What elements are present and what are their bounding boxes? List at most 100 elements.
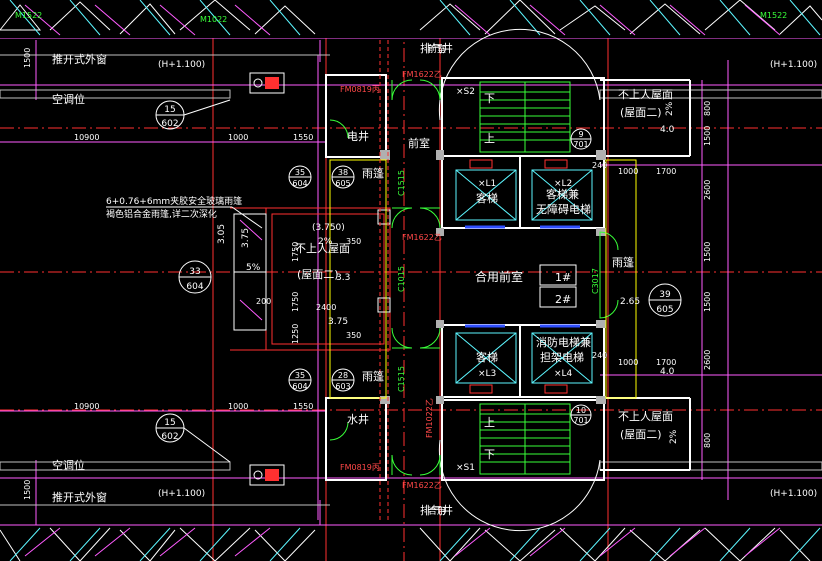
shared-front-room-label: 合用前室 — [475, 269, 523, 284]
roof-label-bottom: 不上人屋面 — [618, 410, 673, 423]
elevator-l4-label-b: 担架电梯 — [540, 350, 584, 364]
elev-3-75-v: 3.75 — [241, 228, 251, 248]
ac-position-label-bottom: 空调位 — [52, 458, 85, 472]
callout-33-s: 604 — [186, 282, 203, 292]
callout-28-s: 603 — [335, 382, 350, 391]
dim-c1515-bottom: C1515 — [397, 366, 406, 392]
callout-35-top-s: 604 — [292, 179, 307, 188]
stair-1-label: 1# — [555, 271, 571, 284]
callout-circles — [155, 100, 682, 443]
corridor-label-top: 前室 — [428, 43, 446, 55]
door-tag-fm0819-bottom: FM0819丙 — [340, 463, 380, 472]
callout-39-n: 39 — [659, 290, 671, 300]
dim-800-right-b: 800 — [703, 433, 712, 448]
dim-c3017: C3017 — [591, 268, 600, 294]
roof-label-top-2: (屋面二) — [620, 106, 662, 119]
roof-label-mid: 不上人屋面 — [295, 242, 350, 255]
mark-s52: ×S2 — [456, 87, 475, 97]
callout-15-bottom-s: 602 — [161, 432, 178, 442]
callout-28-n: 28 — [338, 371, 348, 380]
slope-2-mid: 2% — [318, 237, 333, 247]
elev-h-bottom: (H+1.100) — [158, 489, 205, 499]
canopy-step — [233, 209, 391, 331]
elev-3-3: 3.3 — [336, 273, 350, 283]
dim-1000-right-b: 1000 — [618, 358, 638, 367]
dim-c1015-mid: C1015 — [397, 266, 406, 292]
elev-3750: (3.750) — [312, 223, 345, 233]
mark-l2: ×L2 — [554, 179, 572, 189]
glass-note-2: 褐色铝合金雨篷,详二次深化 — [106, 208, 217, 220]
stair-2-label: 2# — [555, 293, 571, 306]
door-tag-m1522-left: M1522 — [15, 11, 42, 20]
electric-well-label: 电井 — [347, 129, 369, 143]
dim-1500-right-2: 1500 — [703, 242, 712, 262]
dim-1000-top: 1000 — [228, 133, 248, 142]
dim-2600-right-b: 2600 — [703, 350, 712, 370]
elev-h-bottom-right: (H+1.100) — [770, 489, 817, 499]
dim-1700-right-b: 1700 — [656, 358, 676, 367]
ac-platforms — [0, 54, 822, 506]
dim-800-right: 800 — [703, 101, 712, 116]
elev-4-0-top: 4.0 — [660, 125, 675, 135]
callout-35-bottom-n: 35 — [295, 371, 305, 380]
dim-1550-top: 1550 — [293, 133, 313, 142]
canopy-label-top: 雨篷 — [362, 166, 384, 180]
dim-240-bottom: 240 — [592, 351, 607, 360]
callout-15-bottom-n: 15 — [164, 418, 175, 428]
dim-1550-bottom: 1550 — [293, 402, 313, 411]
door-tag-m1522-right: M1522 — [760, 11, 787, 20]
dim-1750-top: 1750 — [291, 242, 300, 262]
dim-10900-bottom: 10900 — [74, 402, 99, 411]
roof-label-mid-2: (屋面二) — [297, 268, 339, 281]
roof-label-top: 不上人屋面 — [618, 88, 673, 101]
mark-s51: ×S1 — [456, 463, 475, 473]
water-well-label: 水井 — [347, 412, 369, 426]
elev-h-top-right: (H+1.100) — [770, 60, 817, 70]
canopy-label-right: 雨篷 — [612, 255, 634, 269]
dim-1700-right: 1700 — [656, 167, 676, 176]
dim-1500-left-bottom: 1500 — [23, 480, 32, 500]
dim-c1515-top: C1515 — [397, 170, 406, 196]
dim-200: 200 — [256, 297, 271, 306]
dim-2600-right: 2600 — [703, 180, 712, 200]
door-tag-fm0819-top: FM0819丙 — [340, 85, 380, 94]
callout-35-bottom-s: 604 — [292, 382, 307, 391]
mark-l3: ×L3 — [478, 369, 496, 379]
door-tag-fm1622-bottom: FM1622乙 — [402, 481, 442, 490]
elevator-l2-label-b: 无障碍电梯 — [536, 202, 591, 216]
guide-lines — [379, 40, 389, 520]
elev-3-75: 3.75 — [328, 317, 348, 327]
door-tag-fm1622-top: FM1622乙 — [402, 70, 442, 79]
dim-1750-bottom: 1750 — [291, 292, 300, 312]
callout-10-s: 701 — [573, 416, 588, 425]
callout-9-n: 9 — [578, 130, 583, 139]
mark-l4: ×L4 — [554, 369, 573, 379]
ac-position-label-top: 空调位 — [52, 92, 85, 106]
front-room-label: 前室 — [408, 136, 430, 150]
dim-350-top: 350 — [346, 237, 361, 246]
dimension-lines — [0, 37, 822, 526]
elevator-l3-label: 客梯 — [476, 350, 498, 364]
pipe-shaft-label-bottom: 排气井 — [420, 503, 453, 517]
callout-10-n: 10 — [576, 406, 586, 415]
callout-38-n: 38 — [338, 168, 348, 177]
bottom-window-band — [0, 527, 821, 561]
walkway — [329, 159, 637, 399]
dim-1250: 1250 — [291, 324, 300, 344]
canopy-hatch — [239, 219, 263, 321]
window-label-bottom: 推开式外窗 — [52, 490, 107, 504]
elev-2-65: 2.65 — [620, 297, 640, 307]
dim-1000-bottom: 1000 — [228, 402, 248, 411]
corridor-label-bottom: 合用 — [428, 505, 446, 517]
dim-10900-top: 10900 — [74, 133, 99, 142]
dim-1500-right-b: 1500 — [703, 292, 712, 312]
dim-350-bottom: 350 — [346, 331, 361, 340]
callout-15-top-s: 602 — [161, 119, 178, 129]
elevator-doors — [465, 225, 580, 328]
stair-up-bottom: 上 — [484, 416, 495, 429]
dim-1000-right: 1000 — [618, 167, 638, 176]
elevator-l4-label: 消防电梯兼 — [536, 335, 591, 349]
